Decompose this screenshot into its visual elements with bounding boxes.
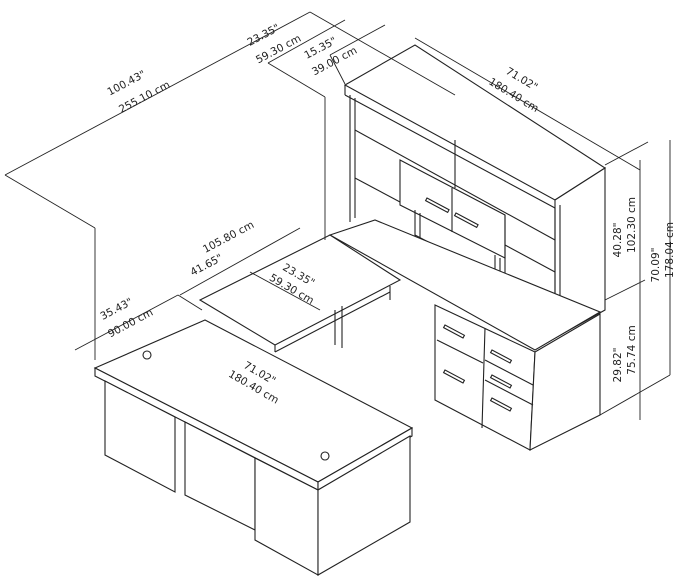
- hutch-height-cm: 102.30 cm: [626, 197, 638, 253]
- hutch: [343, 44, 607, 339]
- handle-icon: [442, 324, 466, 339]
- desk: [93, 319, 414, 576]
- total-height-in: 70.09": [650, 248, 662, 283]
- grommet-icon: [320, 451, 330, 461]
- bridge-length-cm: 105.80 cm: [201, 219, 256, 256]
- handle-icon: [489, 374, 513, 389]
- dimension-lines: [4, 11, 671, 420]
- credenza: [328, 219, 602, 451]
- total-height-cm: 178.04 cm: [664, 222, 676, 278]
- desk-height-in: 29.82": [612, 348, 624, 383]
- bridge-length-in: 41.65": [188, 252, 224, 279]
- desk-height-cm: 75.74 cm: [626, 325, 638, 374]
- handle-icon: [489, 349, 513, 364]
- handle-icon: [453, 212, 479, 229]
- handle-icon: [424, 197, 450, 214]
- grommet-icon: [142, 350, 152, 360]
- handle-icon: [489, 397, 513, 412]
- handle-icon: [442, 369, 466, 384]
- hutch-height-in: 40.28": [612, 223, 624, 258]
- bridge: [198, 234, 402, 353]
